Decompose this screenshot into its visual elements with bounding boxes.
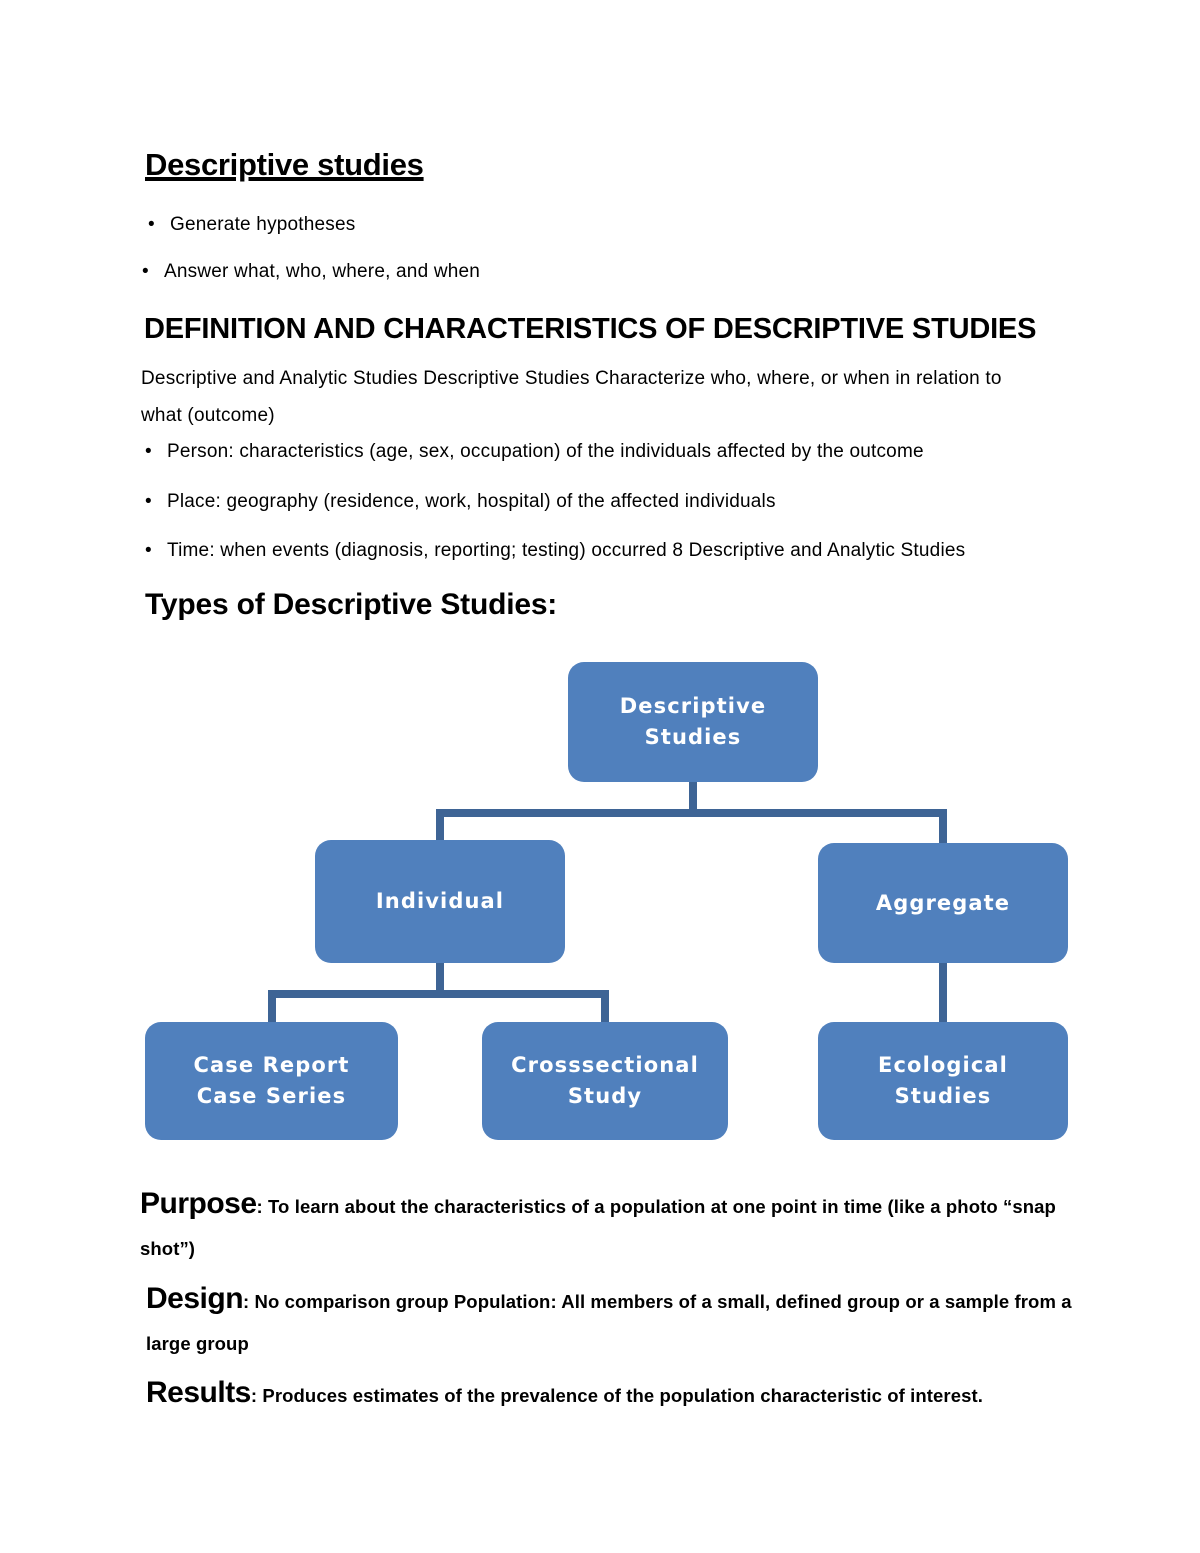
results-section: Results: Produces estimates of the preva… <box>146 1373 1084 1418</box>
results-lead: Results <box>146 1376 251 1409</box>
intro-bullet-text: Generate hypotheses <box>170 214 356 235</box>
node-label-line: Case Report <box>193 1053 350 1077</box>
connector-root-stub <box>689 782 697 816</box>
intro-bullet: • Generate hypotheses <box>148 214 355 236</box>
definition-bullet: • Person: characteristics (age, sex, occ… <box>145 441 924 463</box>
bullet-marker-icon: • <box>145 491 152 512</box>
node-individual: Individual <box>315 840 565 963</box>
purpose-section: Purpose: To learn about the characterist… <box>140 1184 1078 1271</box>
connector-individual-stub <box>436 963 444 994</box>
intro-bullet-text: Answer what, who, where, and when <box>164 261 481 282</box>
node-label-line: Individual <box>375 889 505 913</box>
connector-to-crosssectional <box>601 994 609 1024</box>
connector-rail-top <box>436 809 947 817</box>
bullet-marker-icon: • <box>142 261 149 282</box>
node-label-line: Case Series <box>196 1084 347 1108</box>
node-aggregate: Aggregate <box>818 843 1068 963</box>
node-ecological-studies: Ecological Studies <box>818 1022 1068 1140</box>
node-label-line: Aggregate <box>875 890 1011 915</box>
design-text: : No comparison group Population: All me… <box>146 1291 1072 1354</box>
node-label-line: Study <box>567 1084 643 1108</box>
design-lead: Design <box>146 1282 244 1315</box>
definition-bullet-text: Person: characteristics (age, sex, occup… <box>167 441 924 462</box>
purpose-lead: Purpose <box>140 1187 257 1220</box>
definition-bullet-text: Time: when events (diagnosis, reporting;… <box>167 540 966 561</box>
node-descriptive-studies: Descriptive Studies <box>568 662 818 782</box>
connector-to-aggregate <box>939 813 947 845</box>
bullet-marker-icon: • <box>145 540 152 561</box>
node-crosssectional-study: Crosssectional Study <box>482 1022 728 1140</box>
definition-heading: DEFINITION AND CHARACTERISTICS OF DESCRI… <box>144 313 1037 345</box>
node-case-report-case-series: Case Report Case Series <box>145 1022 398 1140</box>
node-label-line: Studies <box>894 1084 992 1108</box>
descriptive-studies-tree-diagram: Descriptive Studies Individual Aggregate… <box>140 650 1075 1150</box>
definition-bullet: • Time: when events (diagnosis, reportin… <box>145 540 965 562</box>
bullet-marker-icon: • <box>148 214 155 235</box>
definition-paragraph: Descriptive and Analytic Studies Descrip… <box>141 368 1002 426</box>
design-section: Design: No comparison group Population: … <box>146 1279 1084 1366</box>
node-label-line: Studies <box>644 725 742 749</box>
intro-bullet: • Answer what, who, where, and when <box>142 261 480 283</box>
node-label-line: Ecological <box>878 1053 1008 1077</box>
types-heading: Types of Descriptive Studies: <box>145 588 558 621</box>
definition-bullet: • Place: geography (residence, work, hos… <box>145 491 776 513</box>
connector-rail-bottom <box>268 990 609 998</box>
bullet-marker-icon: • <box>145 441 152 462</box>
purpose-text: : To learn about the characteristics of … <box>140 1196 1056 1259</box>
connector-to-individual <box>436 813 444 842</box>
connector-to-ecological <box>939 963 947 1024</box>
node-label-line: Descriptive <box>619 694 767 718</box>
page-title: Descriptive studies <box>145 147 424 182</box>
node-label-line: Crosssectional <box>511 1053 699 1077</box>
definition-bullet-text: Place: geography (residence, work, hospi… <box>167 491 776 512</box>
results-text: : Produces estimates of the prevalence o… <box>250 1385 984 1406</box>
connector-to-case-report <box>268 994 276 1024</box>
